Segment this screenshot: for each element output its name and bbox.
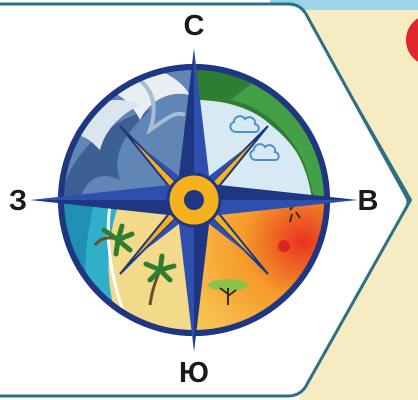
south-label: Ю xyxy=(174,359,214,388)
north-label: С xyxy=(174,12,214,41)
sun-icon xyxy=(278,240,290,252)
west-label: З xyxy=(0,187,38,216)
east-label: В xyxy=(348,187,388,216)
